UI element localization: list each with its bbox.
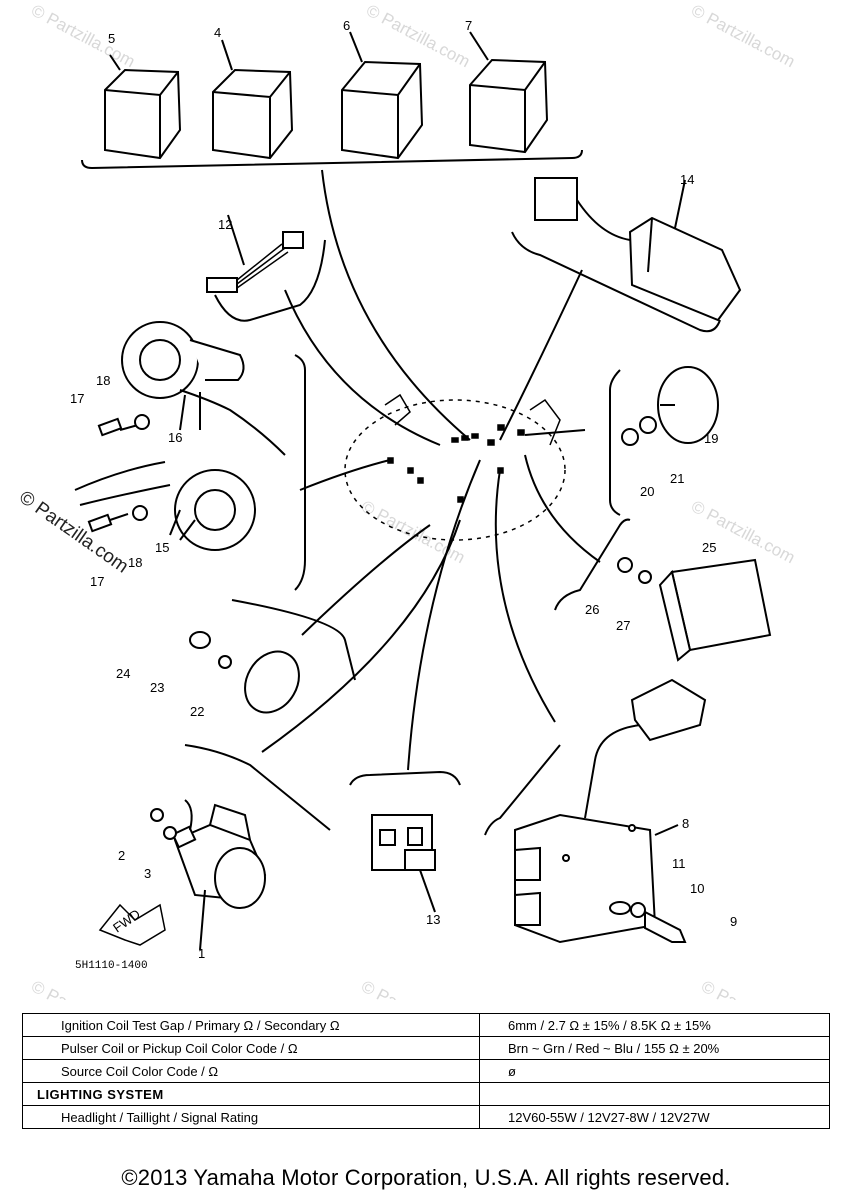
relay-5 (104, 54, 182, 160)
callout-27: 27 (616, 618, 630, 633)
callout-labels: 1 2 3 4 5 6 7 8 9 10 11 12 13 14 15 16 1… (70, 18, 737, 972)
callout-10: 10 (690, 881, 704, 896)
callout-24: 24 (116, 666, 130, 681)
callout-21: 21 (670, 471, 684, 486)
spec-label: Source Coil Color Code / Ω (22, 1059, 480, 1083)
spec-row: Headlight / Taillight / Signal Rating 12… (22, 1105, 830, 1129)
copyright-notice: ©2013 Yamaha Motor Corporation, U.S.A. A… (121, 1165, 731, 1190)
callout-14: 14 (680, 172, 694, 187)
callout-16: 16 (168, 430, 182, 445)
relay-13 (349, 770, 461, 913)
callout-17b: 17 (90, 574, 104, 589)
watermark-text: © Partzilla.com (688, 1, 798, 72)
callout-11: 11 (672, 856, 686, 871)
relay-group-top (81, 31, 583, 170)
callout-5: 5 (108, 31, 115, 46)
callout-12: 12 (218, 217, 232, 232)
watermark-text: © Partzilla.com (358, 977, 468, 1000)
callout-22: 22 (190, 704, 204, 719)
frame-sketch (344, 393, 566, 541)
watermark-text: © Partzilla.com (363, 1, 473, 72)
wire-harness-12 (206, 214, 326, 322)
flasher-14 (511, 177, 742, 333)
callout-15: 15 (155, 540, 169, 555)
spec-row: Ignition Coil Test Gap / Primary Ω / Sec… (22, 1013, 830, 1037)
watermark-text: © Partzilla.com (358, 497, 468, 568)
callout-7: 7 (465, 18, 472, 33)
reflector-25 (554, 518, 772, 662)
horn-group-left (74, 321, 306, 591)
callout-23: 23 (150, 680, 164, 695)
diagram-code: 5H1110-1400 (75, 960, 148, 972)
regulator-8 (484, 678, 707, 944)
spec-label: Pulser Coil or Pickup Coil Color Code / … (22, 1036, 480, 1060)
callout-2: 2 (118, 848, 125, 863)
relay-7 (469, 31, 549, 154)
spec-label: Ignition Coil Test Gap / Primary Ω / Sec… (22, 1013, 480, 1037)
callout-17: 17 (70, 391, 84, 406)
callout-9: 9 (730, 914, 737, 929)
callout-26: 26 (585, 602, 599, 617)
spec-value: Brn ~ Grn / Red ~ Blu / 155 Ω ± 20% (479, 1036, 830, 1060)
spec-section-row: LIGHTING SYSTEM (22, 1082, 830, 1106)
callout-18b: 18 (128, 555, 142, 570)
watermark-text: © Partzilla.com (688, 497, 798, 568)
reflector-22 (189, 599, 356, 714)
spec-label: Headlight / Taillight / Signal Rating (22, 1105, 480, 1129)
spec-value: 12V60-55W / 12V27-8W / 12V27W (479, 1105, 830, 1129)
callout-20: 20 (640, 484, 654, 499)
spec-value: ø (479, 1059, 830, 1083)
spec-row: Pulser Coil or Pickup Coil Color Code / … (22, 1036, 830, 1060)
callout-8: 8 (682, 816, 689, 831)
callout-1: 1 (198, 946, 205, 961)
callout-3: 3 (144, 866, 151, 881)
connection-lines (261, 169, 601, 771)
callout-25: 25 (702, 540, 716, 555)
watermark-text: © Partzilla.com (28, 977, 138, 1000)
spec-row: Source Coil Color Code / Ω ø (22, 1059, 830, 1083)
spec-table: Ignition Coil Test Gap / Primary Ω / Sec… (22, 1013, 830, 1129)
spec-value (479, 1082, 830, 1106)
relay-4 (212, 39, 294, 160)
relay-6 (341, 31, 424, 160)
callout-18: 18 (96, 373, 110, 388)
watermark-side-text: © Partzilla.com (15, 487, 132, 578)
watermark-text: © Partzilla.com (698, 977, 808, 1000)
ignition-coil-1 (98, 744, 331, 951)
callout-4: 4 (214, 25, 221, 40)
callout-13: 13 (426, 912, 440, 927)
callout-6: 6 (343, 18, 350, 33)
watermark-text: © Partzilla.com (28, 1, 138, 72)
spec-value: 6mm / 2.7 Ω ± 15% / 8.5K Ω ± 15% (479, 1013, 830, 1037)
spec-section-heading: LIGHTING SYSTEM (22, 1082, 480, 1106)
parts-diagram: © Partzilla.com © Partzilla.com © Partzi… (15, 1, 808, 1000)
horn-19 (609, 366, 719, 516)
callout-19: 19 (704, 431, 718, 446)
